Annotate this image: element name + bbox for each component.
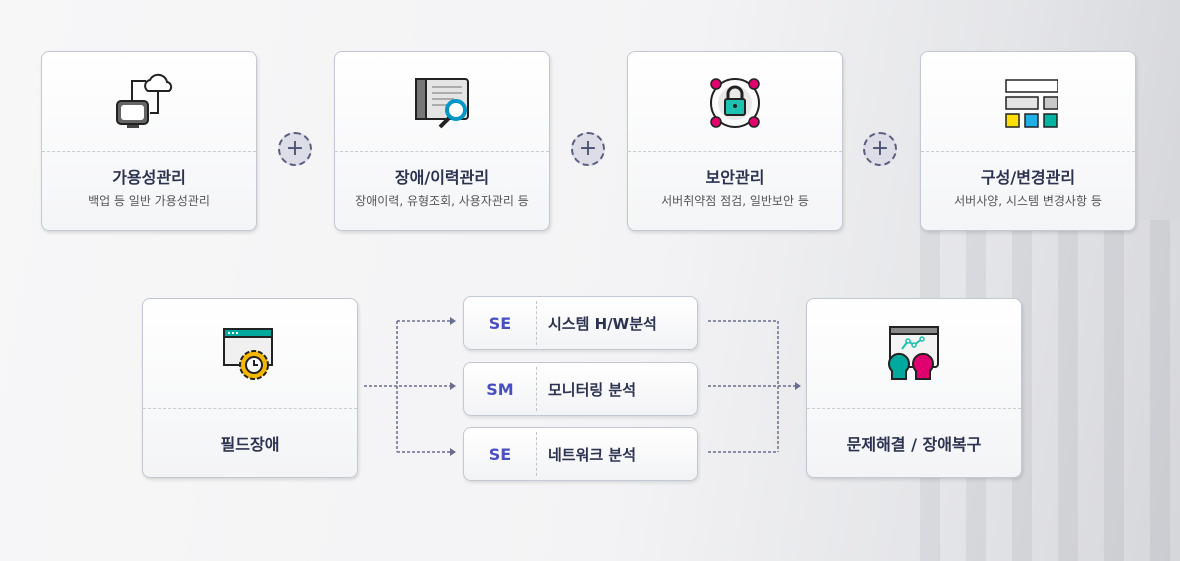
plus-icon: + bbox=[278, 132, 312, 166]
step-separator bbox=[536, 432, 537, 476]
plus-icon: + bbox=[863, 132, 897, 166]
card-divider bbox=[628, 151, 842, 152]
step-label: 네트워크 분석 bbox=[548, 445, 637, 464]
step-separator bbox=[536, 301, 537, 345]
window-gear-icon bbox=[143, 321, 357, 391]
card-security: 보안관리 서버취약점 점검, 일반보안 등 bbox=[627, 51, 843, 231]
cloud-monitor-icon bbox=[42, 68, 256, 138]
card-title: 문제해결 / 장애복구 bbox=[846, 435, 982, 454]
card-title: 보안관리 bbox=[705, 168, 765, 187]
card-title: 필드장애 bbox=[220, 435, 280, 454]
field-fault-card: 필드장애 bbox=[142, 298, 358, 478]
document-search-icon bbox=[335, 68, 549, 138]
card-subtitle: 서버사양, 시스템 변경사항 등 bbox=[954, 194, 1102, 208]
arrow-head bbox=[450, 317, 456, 325]
card-title: 구성/변경관리 bbox=[980, 168, 1076, 187]
step-label: 시스템 H/W분석 bbox=[548, 314, 657, 333]
step-label: 모니터링 분석 bbox=[548, 380, 637, 399]
card-title: 장애/이력관리 bbox=[394, 168, 490, 187]
card-divider bbox=[42, 151, 256, 152]
step-monitoring-analysis: SM 모니터링 분석 bbox=[463, 362, 698, 416]
resolution-card: 문제해결 / 장애복구 bbox=[806, 298, 1022, 478]
card-title: 가용성관리 bbox=[112, 168, 186, 187]
card-divider bbox=[335, 151, 549, 152]
card-availability: 가용성관리 백업 등 일반 가용성관리 bbox=[41, 51, 257, 231]
card-divider bbox=[921, 151, 1135, 152]
arrow-head bbox=[450, 382, 456, 390]
arrow-head bbox=[795, 382, 801, 390]
step-network-analysis: SE 네트워크 분석 bbox=[463, 427, 698, 481]
org-chart-icon bbox=[921, 68, 1135, 138]
step-code: SM bbox=[486, 379, 514, 399]
card-subtitle: 장애이력, 유형조회, 사용자관리 등 bbox=[355, 194, 529, 208]
people-chart-icon bbox=[807, 321, 1021, 391]
card-subtitle: 백업 등 일반 가용성관리 bbox=[88, 194, 210, 208]
card-divider bbox=[807, 408, 1021, 409]
card-divider bbox=[143, 408, 357, 409]
lock-network-icon bbox=[628, 68, 842, 138]
step-separator bbox=[536, 367, 537, 411]
step-code: SE bbox=[488, 444, 512, 464]
card-subtitle: 서버취약점 점검, 일반보안 등 bbox=[661, 194, 809, 208]
step-code: SE bbox=[488, 313, 512, 333]
arrow-head bbox=[450, 448, 456, 456]
card-fault-history: 장애/이력관리 장애이력, 유형조회, 사용자관리 등 bbox=[334, 51, 550, 231]
plus-icon: + bbox=[571, 132, 605, 166]
step-hw-analysis: SE 시스템 H/W분석 bbox=[463, 296, 698, 350]
card-configuration: 구성/변경관리 서버사양, 시스템 변경사항 등 bbox=[920, 51, 1136, 231]
